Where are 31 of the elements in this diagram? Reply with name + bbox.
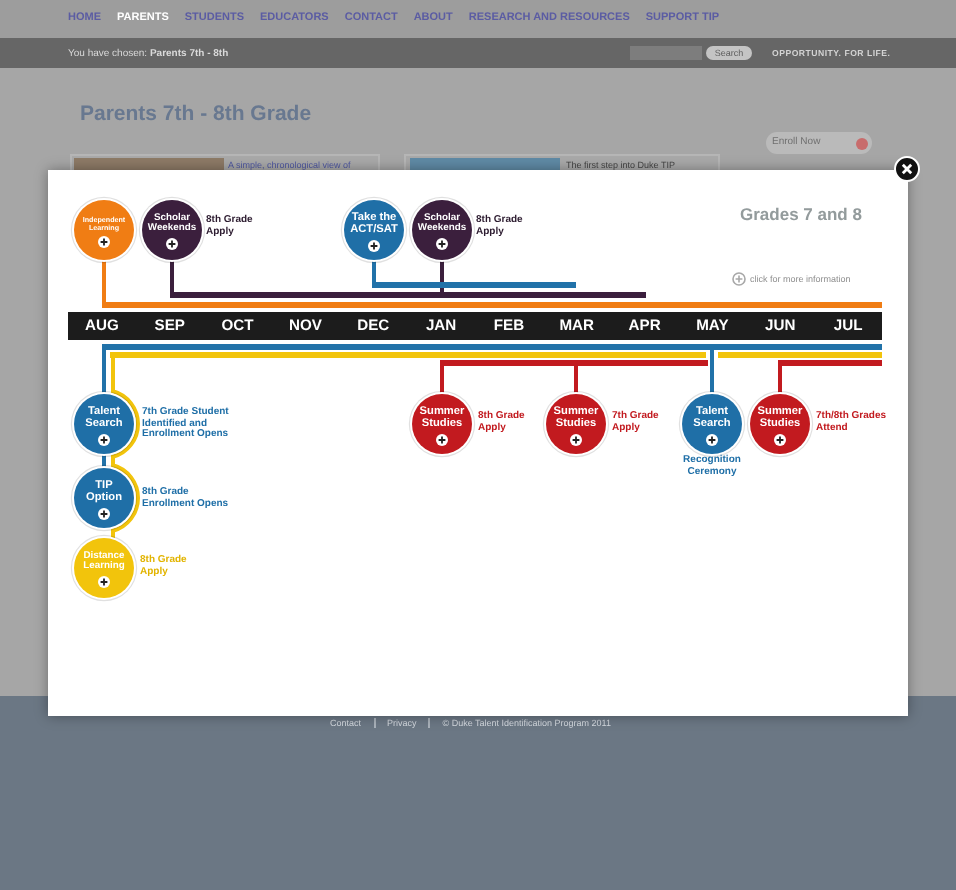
event-circle — [344, 200, 404, 260]
event-circle — [546, 394, 606, 454]
timeline-track — [372, 282, 576, 288]
event-circle — [74, 538, 134, 598]
timeline-track — [110, 352, 882, 358]
event-circle — [142, 200, 202, 260]
timeline-track — [102, 302, 882, 308]
event-circle — [750, 394, 810, 454]
connector-line — [372, 260, 376, 282]
month-bar — [68, 312, 882, 340]
connector-line — [574, 366, 578, 394]
timeline-track — [440, 360, 708, 366]
event-circle — [412, 200, 472, 260]
connector-line — [440, 366, 444, 394]
event-circle — [682, 394, 742, 454]
connector-line — [170, 260, 174, 292]
page-heading: Parents 7th - 8th Grade — [80, 102, 312, 126]
event-circle — [74, 468, 134, 528]
event-circle — [74, 394, 134, 454]
timeline-track — [778, 360, 882, 366]
event-circle — [412, 394, 472, 454]
timeline-track — [102, 344, 882, 350]
timeline-track — [170, 292, 646, 298]
event-circle — [74, 200, 134, 260]
connector-line — [710, 350, 714, 394]
modal-title: Grades 7 and 8 — [740, 204, 862, 224]
connector-line — [440, 260, 444, 292]
connector-line — [778, 366, 782, 394]
connector-line — [111, 358, 140, 540]
connector-line — [102, 350, 106, 394]
connector-line — [102, 260, 106, 302]
